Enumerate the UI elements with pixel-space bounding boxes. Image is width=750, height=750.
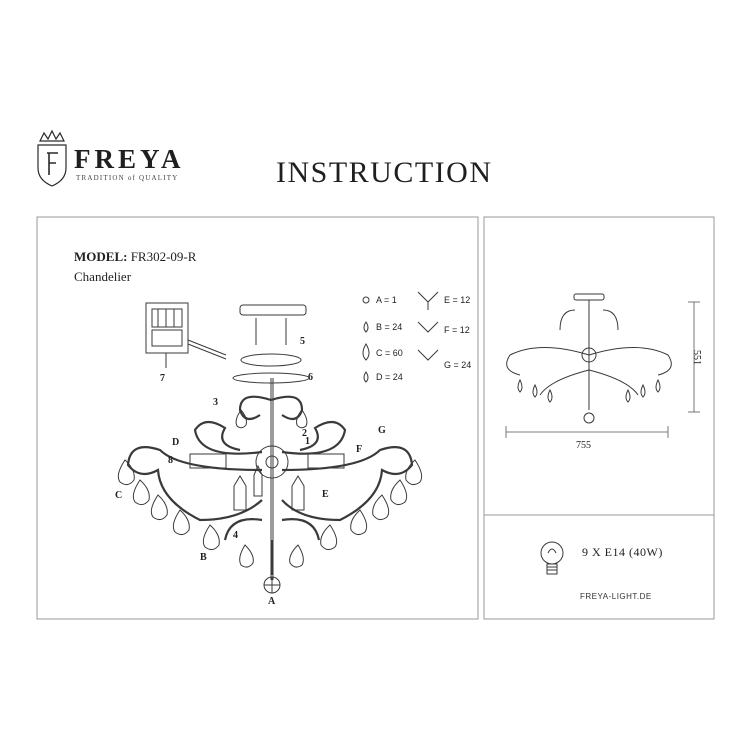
part-f-label: F bbox=[356, 444, 363, 455]
part-c-label: C bbox=[115, 490, 123, 501]
side-panel-frame bbox=[483, 216, 715, 620]
dimension-height: 551 bbox=[691, 350, 702, 365]
legend-b: B = 24 bbox=[376, 322, 403, 332]
legend-icons bbox=[362, 291, 439, 383]
page-title: INSTRUCTION bbox=[276, 156, 493, 189]
legend-a: A = 1 bbox=[376, 295, 397, 305]
logo-crest bbox=[37, 129, 67, 187]
model-prefix: MODEL: bbox=[74, 249, 128, 264]
step-4: 4 bbox=[233, 530, 238, 541]
model-type: Chandelier bbox=[74, 269, 132, 284]
ceiling-mount bbox=[232, 304, 310, 580]
part-g-label: G bbox=[378, 425, 386, 436]
ball-pendant bbox=[263, 540, 281, 594]
legend-c: C = 60 bbox=[376, 348, 403, 358]
wiring-terminal-block bbox=[145, 302, 227, 368]
part-b-label: B bbox=[200, 552, 207, 563]
side-chandelier-sketch bbox=[506, 293, 672, 424]
website-link[interactable]: FREYA-LIGHT.DE bbox=[580, 592, 652, 601]
legend-f: F = 12 bbox=[444, 325, 470, 335]
chandelier-arms bbox=[126, 395, 414, 541]
step-1: 1 bbox=[305, 436, 310, 447]
bulb-icon bbox=[540, 541, 564, 575]
step-3: 3 bbox=[213, 397, 218, 408]
step-8: 8 bbox=[168, 455, 173, 466]
step-7: 7 bbox=[160, 373, 165, 384]
part-e-label: E bbox=[322, 489, 329, 500]
part-a-label: A bbox=[268, 596, 276, 607]
model-line: MODEL: FR302-09-R bbox=[74, 249, 196, 265]
brand-name: FREYA bbox=[74, 144, 185, 174]
dimension-width: 755 bbox=[576, 440, 591, 451]
crystal-drops bbox=[117, 409, 423, 568]
legend-e: E = 12 bbox=[444, 295, 471, 305]
main-diagram-frame bbox=[36, 216, 479, 620]
dimension-lines bbox=[505, 301, 700, 438]
legend-d: D = 24 bbox=[376, 372, 403, 382]
step-5: 5 bbox=[300, 336, 305, 347]
lamp-spec: 9 X E14 (40W) bbox=[582, 545, 663, 559]
step-2: 2 bbox=[302, 428, 307, 439]
center-hub bbox=[189, 445, 345, 511]
model-code: FR302-09-R bbox=[130, 249, 197, 264]
part-d-label: D bbox=[172, 437, 180, 448]
brand-tagline: TRADITION of QUALITY bbox=[76, 174, 179, 182]
legend-g: G = 24 bbox=[444, 360, 472, 370]
step-6: 6 bbox=[308, 372, 313, 383]
